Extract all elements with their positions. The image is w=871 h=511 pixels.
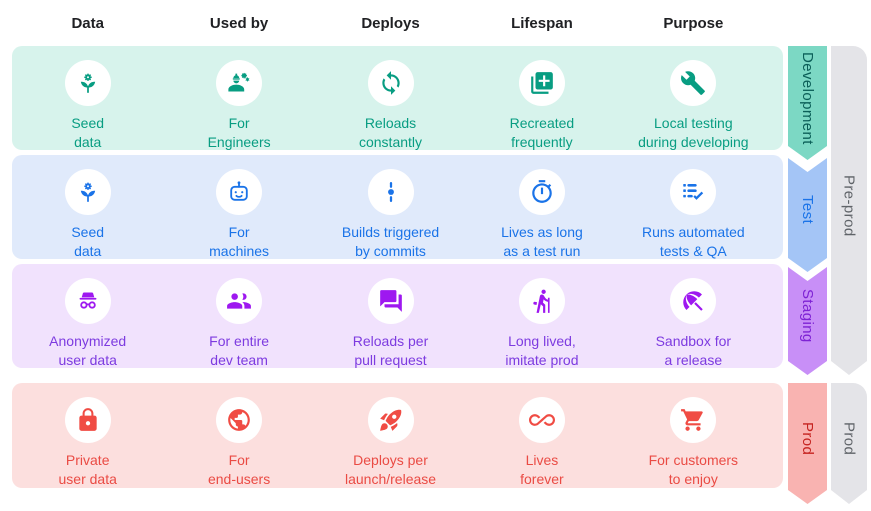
cell-label: Runs automated tests & QA — [641, 224, 745, 259]
ribbon-label: Prod — [799, 421, 816, 456]
row-development: Seed data For Engineers Reloads constant… — [12, 46, 783, 150]
cell-label: Lives as long as a test run — [501, 224, 583, 259]
cell-label: For Engineers — [207, 115, 271, 150]
row-prod: Private user data For end-users Deploys … — [12, 383, 783, 488]
globe-icon — [216, 397, 263, 443]
cell-prod-data: Private user data — [12, 383, 163, 488]
sync-icon — [367, 60, 414, 106]
cell-label: Local testing during developing — [638, 115, 749, 150]
column-header-purpose: Purpose — [663, 14, 724, 32]
cell-label: Anonymized user data — [49, 333, 127, 368]
seed-data-icon — [64, 169, 111, 215]
column-header-deploys: Deploys — [361, 14, 420, 32]
column-header-data: Data — [71, 14, 104, 32]
ribbon-label: Test — [799, 195, 816, 225]
cell-staging-deploys: Reloads per pull request — [315, 264, 466, 368]
ribbon-label: Staging — [799, 289, 816, 343]
stopwatch-icon — [518, 169, 565, 215]
row-staging: Anonymized user data For entire dev team… — [12, 264, 783, 368]
cell-staging-data: Anonymized user data — [12, 264, 163, 368]
cell-development-lifespan: Recreated frequently — [466, 46, 617, 150]
ribbon-development: Development — [788, 46, 827, 160]
ribbon-prod: Prod — [788, 383, 827, 504]
cell-label: For machines — [209, 224, 270, 259]
cell-prod-deploys: Deploys per launch/release — [315, 383, 466, 488]
cell-label: Seed data — [71, 115, 105, 150]
cell-label: Reloads per pull request — [352, 333, 429, 368]
ribbon-pre-prod-group: Pre-prod — [831, 46, 867, 375]
cell-development-deploys: Reloads constantly — [315, 46, 466, 150]
cell-staging-lifespan: Long lived, imitate prod — [466, 264, 617, 368]
ribbon-prod-group: Prod — [831, 383, 867, 504]
cell-label: For entire dev team — [209, 333, 270, 368]
cell-test-lifespan: Lives as long as a test run — [466, 155, 617, 259]
column-header-lifespan: Lifespan — [511, 14, 573, 32]
incognito-icon — [64, 278, 111, 324]
seed-data-icon — [64, 60, 111, 106]
lock-icon — [64, 397, 111, 443]
row-test: Seed data For machines Builds triggered … — [12, 155, 783, 259]
group-icon — [216, 278, 263, 324]
cell-label: Builds triggered by commits — [341, 224, 440, 259]
cell-label: Seed data — [71, 224, 105, 259]
cell-test-used-by: For machines — [163, 155, 314, 259]
cell-staging-purpose: Sandbox for a release — [618, 264, 769, 368]
column-headers: Data Used by Deploys Lifespan Purpose — [12, 0, 783, 46]
commit-icon — [367, 169, 414, 215]
cell-label: Private user data — [58, 452, 117, 487]
robot-icon — [216, 169, 263, 215]
cell-label: For customers to enjoy — [648, 452, 739, 487]
ribbon-label: Pre-prod — [840, 174, 858, 237]
hiking-icon — [518, 278, 565, 324]
ribbon-staging: Staging — [788, 267, 827, 375]
cell-test-purpose: Runs automated tests & QA — [618, 155, 769, 259]
infinity-icon — [518, 397, 565, 443]
column-header-used-by: Used by — [209, 14, 269, 32]
engineering-icon — [216, 60, 263, 106]
ribbon-label: Development — [799, 51, 816, 145]
beach-umbrella-icon — [670, 278, 717, 324]
rocket-icon — [367, 397, 414, 443]
cell-test-deploys: Builds triggered by commits — [315, 155, 466, 259]
chat-bubbles-icon — [367, 278, 414, 324]
cell-development-data: Seed data — [12, 46, 163, 150]
checklist-icon — [670, 169, 717, 215]
ribbon-label: Prod — [840, 421, 858, 456]
wrench-icon — [670, 60, 717, 106]
cell-prod-lifespan: Lives forever — [466, 383, 617, 488]
cell-prod-purpose: For customers to enjoy — [618, 383, 769, 488]
cell-label: Sandbox for a release — [655, 333, 732, 368]
cell-development-purpose: Local testing during developing — [618, 46, 769, 150]
cell-test-data: Seed data — [12, 155, 163, 259]
shopping-cart-icon — [670, 397, 717, 443]
cell-prod-used-by: For end-users — [163, 383, 314, 488]
cell-label: For end-users — [207, 452, 271, 487]
cell-label: Reloads constantly — [358, 115, 423, 150]
ribbon-test: Test — [788, 158, 827, 272]
cell-label: Lives forever — [520, 452, 564, 487]
cell-label: Recreated frequently — [509, 115, 575, 150]
cell-development-used-by: For Engineers — [163, 46, 314, 150]
cell-label: Long lived, imitate prod — [505, 333, 579, 368]
cell-label: Deploys per launch/release — [344, 452, 437, 487]
cell-staging-used-by: For entire dev team — [163, 264, 314, 368]
add-copy-icon — [518, 60, 565, 106]
